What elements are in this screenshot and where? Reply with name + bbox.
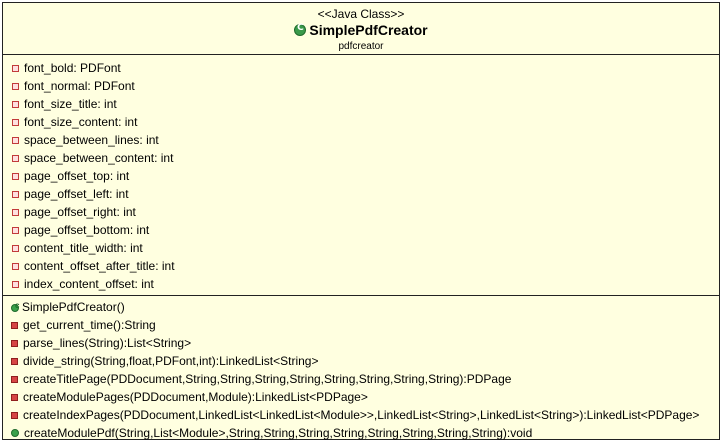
class-icon [294,23,307,36]
private-field-icon [12,118,19,126]
method-row[interactable]: createModulePdf(String,List<Module>,Stri… [3,424,719,442]
method-row[interactable]: get_current_time():String [3,316,719,334]
attribute-row[interactable]: page_offset_top: int [3,167,719,185]
attribute-text: font_size_title: int [24,97,117,111]
method-text: createTitlePage(PDDocument,String,String… [23,372,512,386]
attribute-text: space_between_lines: int [24,133,159,147]
private-method-icon [11,393,18,401]
private-method-icon [11,339,18,347]
private-method-icon [11,375,18,383]
attribute-row[interactable]: content_title_width: int [3,239,719,257]
method-text: parse_lines(String):List<String> [23,336,192,350]
private-field-icon [12,82,19,90]
private-field-icon [12,64,19,72]
stereotype-label: <<Java Class>> [317,7,405,21]
attribute-text: page_offset_right: int [24,205,136,219]
class-name: SimplePdfCreator [309,22,428,38]
private-field-icon [12,154,19,162]
attribute-row[interactable]: font_size_content: int [3,113,719,131]
method-row[interactable]: parse_lines(String):List<String> [3,334,719,352]
method-text: divide_string(String,float,PDFont,int):L… [23,354,319,368]
attribute-row[interactable]: font_normal: PDFont [3,77,719,95]
method-row[interactable]: createIndexPages(PDDocument,LinkedList<L… [3,406,719,424]
private-field-icon [12,262,19,270]
private-method-icon [11,411,18,419]
attribute-text: content_offset_after_title: int [24,259,175,273]
private-field-icon [12,190,19,198]
attribute-text: page_offset_top: int [24,169,130,183]
private-method-icon [11,357,18,365]
attribute-row[interactable]: page_offset_right: int [3,203,719,221]
private-field-icon [12,280,19,288]
package-label: pdfcreator [338,41,384,52]
method-text: get_current_time():String [23,318,156,332]
attribute-text: font_normal: PDFont [24,79,135,93]
private-field-icon [12,208,19,216]
uml-class-box[interactable]: <<Java Class>> SimplePdfCreator pdfcreat… [2,2,720,440]
method-row[interactable]: createModulePages(PDDocument,Module):Lin… [3,388,719,406]
methods-compartment: SimplePdfCreator() get_current_time():St… [3,296,719,442]
attribute-row[interactable]: index_content_offset: int [3,275,719,293]
method-text: createIndexPages(PDDocument,LinkedList<L… [23,408,700,422]
class-header: <<Java Class>> SimplePdfCreator pdfcreat… [3,3,719,55]
private-field-icon [12,136,19,144]
attribute-row[interactable]: font_bold: PDFont [3,59,719,77]
attribute-text: page_offset_left: int [24,187,129,201]
public-method-icon [11,429,19,437]
private-field-icon [12,172,19,180]
attribute-text: font_size_content: int [24,115,138,129]
attribute-text: space_between_content: int [24,151,174,165]
attribute-text: page_offset_bottom: int [24,223,150,237]
attribute-text: content_title_width: int [24,241,143,255]
attribute-row[interactable]: content_offset_after_title: int [3,257,719,275]
private-field-icon [12,226,19,234]
attribute-text: index_content_offset: int [24,277,154,291]
method-text: createModulePages(PDDocument,Module):Lin… [23,390,368,404]
attribute-row[interactable]: space_between_lines: int [3,131,719,149]
method-text: createModulePdf(String,List<Module>,Stri… [24,426,533,440]
constructor-icon [11,297,20,315]
method-row[interactable]: createTitlePage(PDDocument,String,String… [3,370,719,388]
attribute-text: font_bold: PDFont [24,61,121,75]
private-field-icon [12,100,19,108]
attribute-row[interactable]: space_between_content: int [3,149,719,167]
attributes-compartment: font_bold: PDFont font_normal: PDFont fo… [3,55,719,296]
class-name-row: SimplePdfCreator [3,22,719,38]
private-method-icon [11,321,18,329]
attribute-row[interactable]: page_offset_left: int [3,185,719,203]
attribute-row[interactable]: font_size_title: int [3,95,719,113]
method-row[interactable]: divide_string(String,float,PDFont,int):L… [3,352,719,370]
method-row[interactable]: SimplePdfCreator() [3,297,719,316]
method-text: SimplePdfCreator() [22,300,125,314]
private-field-icon [12,244,19,252]
attribute-row[interactable]: page_offset_bottom: int [3,221,719,239]
